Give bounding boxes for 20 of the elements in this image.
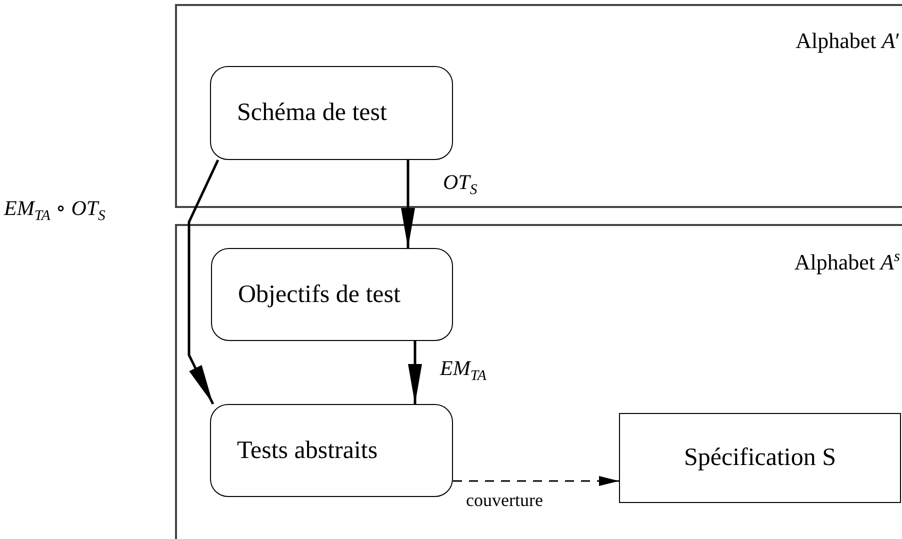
- edge-label: EM$_{TA}$ ∘ OT$_{S}$: [4, 196, 106, 226]
- arrow: [408, 341, 422, 404]
- region-title: Alphabet A′: [794, 28, 900, 54]
- arrow: [401, 160, 415, 248]
- box-label: Tests abstraits: [237, 436, 378, 464]
- arrow: [188, 159, 220, 405]
- box-label: Schéma de test: [237, 99, 387, 127]
- box-label: Spécification S: [684, 444, 836, 472]
- edge-label: couverture: [466, 490, 543, 511]
- region-frame: [175, 4, 902, 208]
- specification-box: [619, 413, 901, 503]
- region-frame: [175, 224, 902, 539]
- arrow: [453, 476, 619, 486]
- edge-label: OT$_{S}$: [443, 170, 478, 200]
- process-box: [210, 404, 453, 497]
- process-box: [211, 248, 453, 341]
- edge-label: EM$_{TA}$: [440, 356, 486, 386]
- region-title: Alphabet A$^{s}$: [793, 248, 900, 276]
- box-label: Objectifs de test: [238, 280, 400, 308]
- process-box: [210, 66, 453, 160]
